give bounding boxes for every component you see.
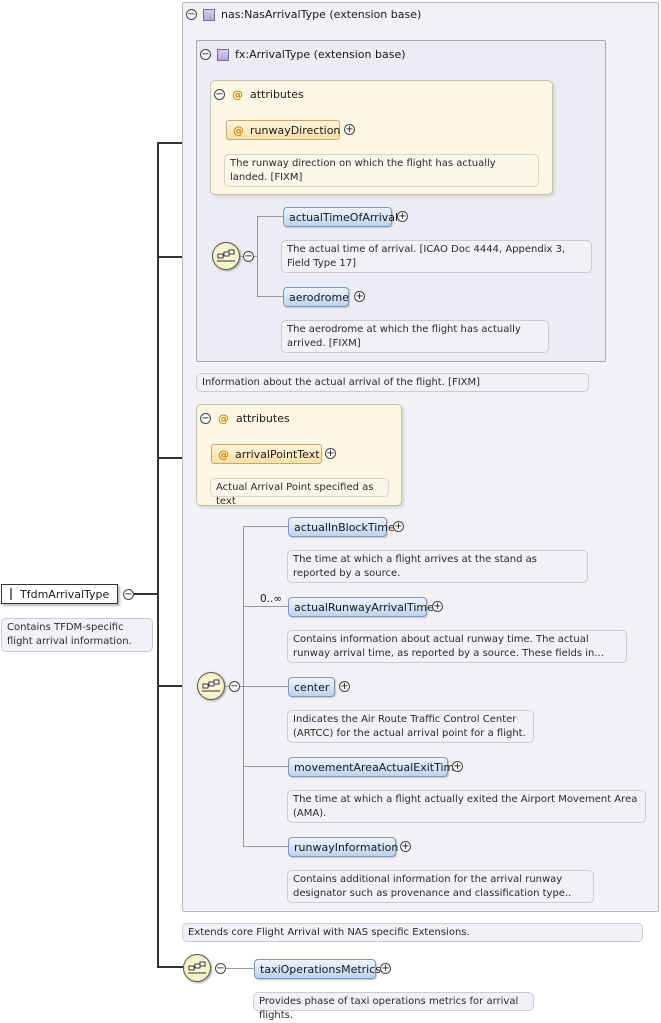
attribute-name: arrivalPointText [235, 447, 320, 461]
attribute-at-icon: @ [218, 447, 229, 461]
element-name: movementAreaActualExitTime [294, 760, 462, 774]
fx-extension-label: fx:ArrivalType (extension base) [235, 48, 406, 61]
cardinality-label: 0..∞ [260, 593, 283, 605]
attributes-label: attributes [250, 88, 304, 101]
element-actualTimeOfArrival[interactable]: actualTimeOfArrival [283, 207, 398, 227]
attribute-doc: Actual Arrival Point specified as text [210, 478, 389, 507]
attribute-arrivalPointText[interactable]: @ arrivalPointText [211, 444, 322, 464]
complex-type-icon [203, 8, 215, 21]
complex-type-icon [217, 48, 229, 61]
root-type-box[interactable]: TfdmArrivalType [1, 584, 118, 604]
element-doc: Contains additional information for the … [287, 870, 594, 903]
plus-circle-icon[interactable]: + [393, 520, 404, 532]
plus-circle-icon[interactable]: + [325, 447, 336, 459]
minus-circle-icon[interactable]: − [186, 8, 197, 20]
complex-type-icon [10, 588, 12, 600]
fx-extension-title: − fx:ArrivalType (extension base) [200, 48, 406, 61]
nas-attributes-header: − @ attributes [200, 412, 290, 425]
plus-circle-icon[interactable]: + [400, 840, 411, 852]
attribute-name: runwayDirection [250, 123, 341, 137]
element-doc: Indicates the Air Route Traffic Control … [287, 710, 534, 743]
attributes-label: attributes [236, 412, 290, 425]
sequence-compositor-icon[interactable] [197, 672, 225, 700]
minus-circle-icon[interactable]: − [214, 88, 225, 100]
connector [157, 457, 197, 459]
minus-circle-icon[interactable]: − [123, 588, 134, 600]
minus-circle-icon[interactable]: − [229, 680, 240, 692]
element-name: actualTimeOfArrival [289, 210, 399, 224]
element-name: actualRunwayArrivalTime [294, 600, 434, 614]
root-type-name: TfdmArrivalType [20, 587, 110, 601]
element-name: center [294, 680, 330, 694]
element-aerodrome[interactable]: aerodrome [283, 287, 349, 307]
element-runwayInformation[interactable]: runwayInformation [288, 837, 399, 857]
plus-circle-icon[interactable]: + [432, 600, 443, 612]
element-name: aerodrome [289, 290, 349, 304]
root-type-doc: Contains TFDM-specific flight arrival in… [1, 618, 153, 652]
connector [226, 968, 254, 969]
connector [243, 526, 288, 527]
connector [257, 216, 283, 217]
sequence-compositor-icon[interactable] [183, 954, 211, 982]
element-actualInBlockTime[interactable]: actualInBlockTime [288, 517, 395, 537]
element-doc: The aerodrome at which the flight has ac… [281, 320, 549, 353]
element-name: runwayInformation [294, 840, 399, 854]
connector [243, 606, 288, 607]
fx-attributes-header: − @ attributes [214, 88, 304, 101]
minus-circle-icon[interactable]: − [200, 48, 211, 60]
sequence-compositor-icon[interactable] [212, 242, 240, 270]
nas-extension-label: nas:NasArrivalType (extension base) [221, 8, 422, 21]
minus-circle-icon[interactable]: − [215, 962, 226, 974]
connector [243, 686, 288, 687]
connector [243, 846, 288, 847]
element-name: actualInBlockTime [294, 520, 395, 534]
connector [257, 216, 258, 296]
connector [134, 593, 158, 595]
attribute-at-icon: @ [232, 88, 243, 101]
element-taxiOperationsMetrics[interactable]: taxiOperationsMetrics [254, 959, 381, 979]
attribute-runwayDirection[interactable]: @ runwayDirection [226, 120, 340, 140]
element-doc: The time at which a flight arrives at th… [287, 550, 588, 583]
element-actualRunwayArrivalTime[interactable]: actualRunwayArrivalTime [288, 597, 434, 617]
nas-extension-doc: Extends core Flight Arrival with NAS spe… [182, 923, 643, 942]
connector [157, 685, 197, 687]
plus-circle-icon[interactable]: + [452, 760, 463, 772]
plus-circle-icon[interactable]: + [397, 210, 408, 222]
attribute-doc: The runway direction on which the flight… [224, 154, 539, 187]
attribute-at-icon: @ [233, 123, 244, 137]
plus-circle-icon[interactable]: + [380, 962, 391, 974]
element-doc: Provides phase of taxi operations metric… [253, 992, 534, 1021]
element-doc: The time at which a flight actually exit… [287, 790, 646, 823]
minus-circle-icon[interactable]: − [243, 250, 254, 262]
plus-circle-icon[interactable]: + [344, 123, 355, 135]
connector [257, 296, 283, 297]
connector [243, 766, 288, 767]
element-center[interactable]: center [288, 677, 335, 697]
connector [157, 966, 183, 968]
element-name: taxiOperationsMetrics [260, 962, 382, 976]
nas-extension-title: − nas:NasArrivalType (extension base) [186, 8, 421, 21]
connector [157, 142, 159, 968]
plus-circle-icon[interactable]: + [354, 290, 365, 302]
element-movementAreaActualExitTime[interactable]: movementAreaActualExitTime [288, 757, 461, 777]
element-doc: The actual time of arrival. [ICAO Doc 44… [281, 240, 592, 273]
element-doc: Contains information about actual runway… [287, 630, 627, 663]
attribute-at-icon: @ [218, 412, 229, 425]
minus-circle-icon[interactable]: − [200, 412, 211, 424]
fx-extension-doc: Information about the actual arrival of … [196, 373, 589, 392]
plus-circle-icon[interactable]: + [339, 680, 350, 692]
